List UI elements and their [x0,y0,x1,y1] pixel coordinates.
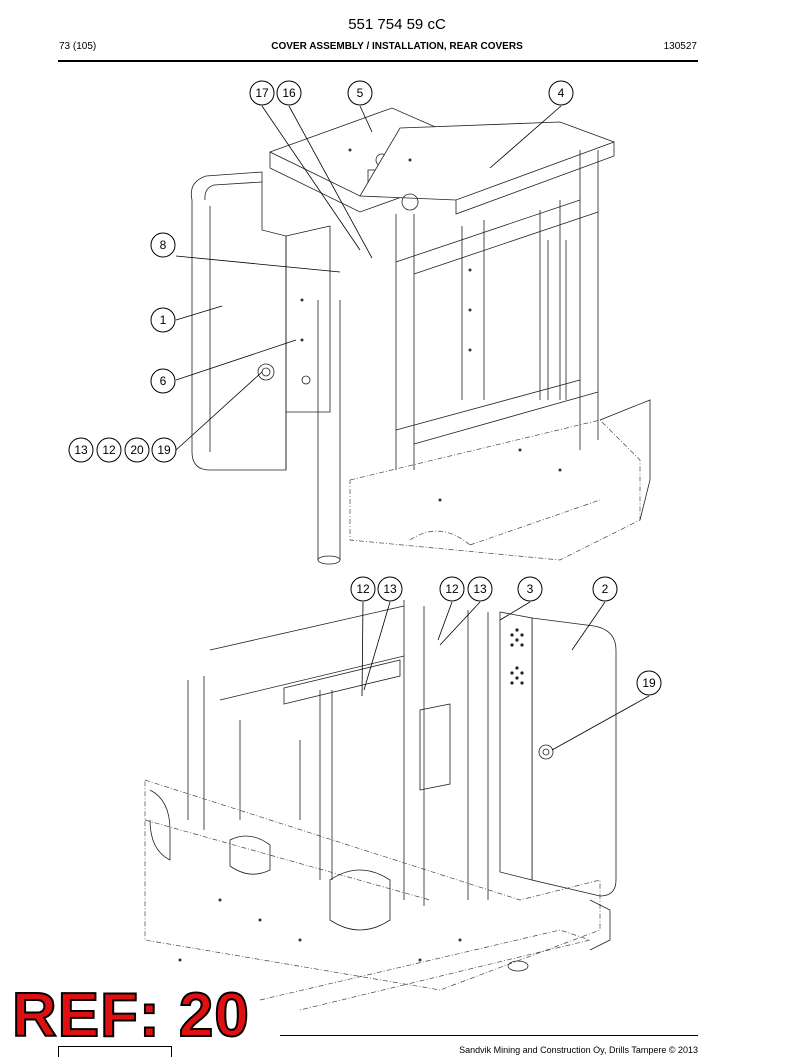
callout-1: 1 [150,307,176,333]
callout-2: 2 [592,576,618,602]
callout-4: 4 [548,80,574,106]
svg-text:8: 8 [160,238,167,252]
callout-12: 12 [96,437,122,463]
callout-8: 8 [150,232,176,258]
callout-19-bottom: 19 [636,670,662,696]
date-code: 130527 [663,41,697,52]
page-title: COVER ASSEMBLY / INSTALLATION, REAR COVE… [271,41,523,52]
svg-text:12: 12 [356,582,370,596]
svg-text:19: 19 [642,676,656,690]
svg-text:2: 2 [602,582,609,596]
callout-5: 5 [347,80,373,106]
svg-text:12: 12 [102,443,116,457]
callout-16: 16 [276,80,302,106]
reference-stamp: REF: 20 [11,981,250,1050]
svg-text:13: 13 [473,582,487,596]
svg-text:13: 13 [74,443,88,457]
header-rule [58,60,698,62]
callout-13-bottom-b: 13 [467,576,493,602]
callout-19: 19 [151,437,177,463]
callout-13-bottom-a: 13 [377,576,403,602]
callout-3: 3 [517,576,543,602]
bottom-assembly-view [144,600,650,1011]
callout-13: 13 [68,437,94,463]
callout-17: 17 [249,80,275,106]
svg-text:3: 3 [527,582,534,596]
page-count: 73 (105) [59,41,97,52]
svg-text:19: 19 [157,443,171,457]
footer-copyright: Sandvik Mining and Construction Oy, Dril… [459,1045,698,1055]
callout-12-bottom-b: 12 [439,576,465,602]
svg-text:6: 6 [160,374,167,388]
top-assembly-view [175,105,651,565]
svg-text:17: 17 [255,86,269,100]
svg-text:13: 13 [383,582,397,596]
callout-20: 20 [124,437,150,463]
svg-text:5: 5 [357,86,364,100]
callout-12-bottom-a: 12 [350,576,376,602]
svg-text:16: 16 [282,86,296,100]
svg-text:20: 20 [130,443,144,457]
svg-text:1: 1 [160,313,167,327]
svg-text:12: 12 [445,582,459,596]
footer-logo [58,1046,172,1057]
document-number: 551 754 59 cC [348,16,446,33]
footer-rule [280,1035,698,1036]
svg-text:4: 4 [558,86,565,100]
callout-6: 6 [150,368,176,394]
